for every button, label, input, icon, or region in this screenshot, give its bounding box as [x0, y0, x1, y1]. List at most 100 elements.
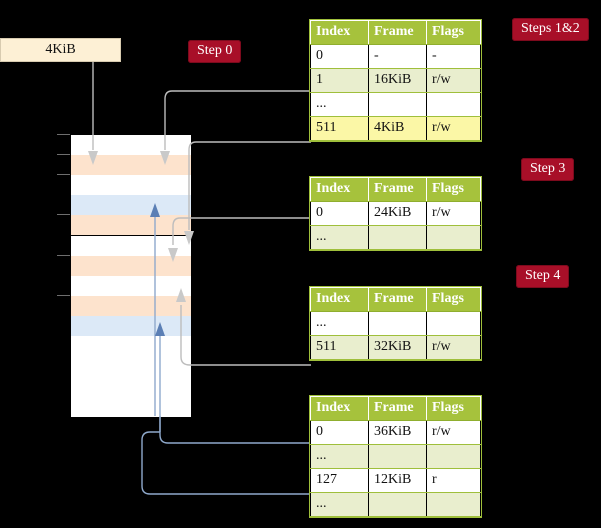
cell-flags: r/w — [426, 201, 481, 226]
step-label-step3: Step 3 — [521, 158, 575, 181]
memory-frame — [71, 155, 191, 177]
column-header-frame: Frame — [368, 396, 427, 421]
cell-index: 0 — [310, 201, 369, 226]
cell-flags: r/w — [426, 68, 481, 93]
column-header-frame: Frame — [368, 20, 427, 45]
column-header-flags: Flags — [426, 287, 481, 312]
cell-flags — [426, 92, 481, 117]
cell-index: 127 — [310, 468, 369, 493]
memory-frame — [71, 255, 191, 277]
table-row: ... — [310, 311, 481, 336]
cell-flags — [426, 311, 481, 336]
cell-frame — [368, 492, 427, 517]
cell-frame: 36KiB — [368, 420, 427, 445]
cell-frame: - — [368, 44, 427, 69]
memory-frame-tick — [57, 294, 70, 296]
table-header-row: Index Frame Flags — [310, 396, 481, 421]
column-header-flags: Flags — [426, 396, 481, 421]
memory-frame — [71, 235, 191, 257]
memory-frame — [71, 315, 191, 337]
cell-frame: 32KiB — [368, 335, 427, 360]
memory-frame-tick — [57, 254, 70, 256]
cell-frame — [368, 444, 427, 469]
wire-step3b-table-to-memory — [172, 217, 311, 245]
memory-frame-tick — [57, 154, 70, 156]
wire-level1-row0-to-memory — [159, 416, 311, 444]
memory-frame — [71, 175, 191, 197]
step-label-step0: Step 0 — [188, 40, 242, 63]
memory-frame — [71, 215, 191, 237]
cell-frame: 16KiB — [368, 68, 427, 93]
step-label-step4: Step 4 — [516, 265, 570, 288]
memory-frame — [71, 295, 191, 317]
wire-step4-table-to-memory — [180, 305, 311, 366]
cell-frame: 12KiB — [368, 468, 427, 493]
column-header-flags: Flags — [426, 177, 481, 202]
source-frame-box: 4KiB — [0, 38, 121, 62]
memory-frame — [71, 336, 191, 357]
table-header-row: Index Frame Flags — [310, 177, 481, 202]
column-header-index: Index — [310, 20, 369, 45]
cell-flags — [426, 225, 481, 250]
memory-frame-tick — [57, 174, 70, 176]
column-header-index: Index — [310, 396, 369, 421]
table-header-row: Index Frame Flags — [310, 287, 481, 312]
physical-memory-column — [70, 134, 191, 418]
memory-frame — [71, 275, 191, 297]
cell-flags: r — [426, 468, 481, 493]
cell-flags: r/w — [426, 420, 481, 445]
column-header-frame: Frame — [368, 287, 427, 312]
cell-frame: 4KiB — [368, 116, 427, 141]
cell-frame — [368, 311, 427, 336]
cell-flags — [426, 444, 481, 469]
cell-index: ... — [310, 444, 369, 469]
cell-flags: - — [426, 44, 481, 69]
memory-frame-tick — [57, 214, 70, 216]
memory-frame-tick — [57, 134, 70, 135]
table-row: 0-- — [310, 44, 481, 69]
memory-frame — [71, 376, 191, 398]
cell-frame: 24KiB — [368, 201, 427, 226]
wire-step3-table-to-memory — [188, 141, 311, 230]
column-header-index: Index — [310, 287, 369, 312]
table-row: ... — [310, 492, 481, 517]
cell-index: ... — [310, 225, 369, 250]
cell-index: 1 — [310, 68, 369, 93]
cell-index: 0 — [310, 44, 369, 69]
cell-flags — [426, 492, 481, 517]
cell-index: 511 — [310, 335, 369, 360]
table-row: ... — [310, 225, 481, 250]
cell-index: ... — [310, 92, 369, 117]
cell-index: ... — [310, 311, 369, 336]
wire-level1-row127-to-memory — [141, 431, 311, 495]
table-row: ... — [310, 92, 481, 117]
table-row: ... — [310, 444, 481, 469]
step-label-steps1and2: Steps 1&2 — [512, 18, 589, 41]
column-header-flags: Flags — [426, 20, 481, 45]
table-header-row: Index Frame Flags — [310, 20, 481, 45]
memory-frame — [71, 135, 191, 156]
cell-index: ... — [310, 492, 369, 517]
cell-frame — [368, 225, 427, 250]
memory-frame — [71, 396, 191, 418]
cell-frame — [368, 92, 427, 117]
cell-index: 0 — [310, 420, 369, 445]
cell-flags: r/w — [426, 335, 481, 360]
source-frame-label: 4KiB — [45, 42, 76, 57]
cell-flags: r/w — [426, 116, 481, 141]
memory-frame — [71, 195, 191, 217]
